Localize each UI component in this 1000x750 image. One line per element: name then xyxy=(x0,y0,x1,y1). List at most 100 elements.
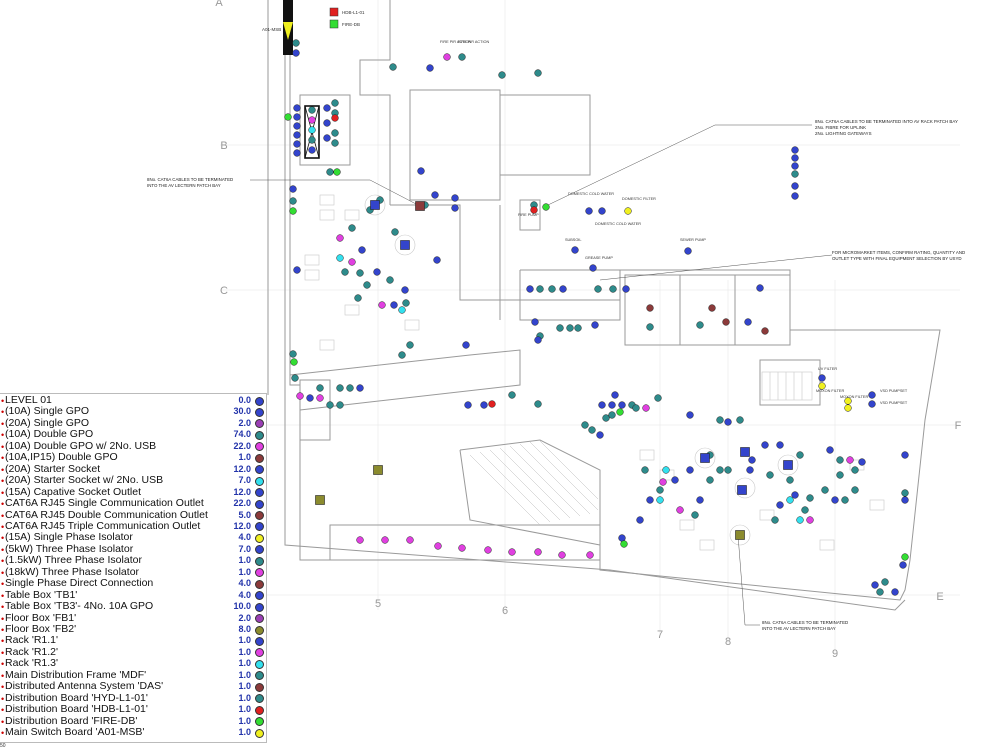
outlet-symbol-icon xyxy=(744,318,752,326)
outlet-symbol-icon xyxy=(354,294,362,302)
legend-item-name: (5kW) Three Phase Isolator xyxy=(5,542,134,555)
outlet-symbol-icon xyxy=(871,581,879,589)
outlet-symbol-icon xyxy=(571,246,579,254)
outlet-symbol-icon xyxy=(791,146,799,154)
outlet-symbol-icon xyxy=(284,113,292,121)
outlet-symbol-icon xyxy=(458,53,466,61)
table-box-icon xyxy=(700,453,710,463)
moxon-filter-label: MOXON FILTER xyxy=(816,389,844,393)
outlet-symbol-icon xyxy=(406,536,414,544)
outlet-symbol-icon xyxy=(656,496,664,504)
legend-swatch-icon xyxy=(255,705,264,715)
legend-row: •Rack 'R1.2'1.0 xyxy=(0,646,267,658)
legend-bullet-icon: • xyxy=(1,510,5,521)
outlet-symbol-icon xyxy=(508,548,516,556)
legend-item-name: (10A) Single GPO xyxy=(5,405,90,418)
outlet-symbol-icon xyxy=(899,561,907,569)
legend-swatch-icon xyxy=(255,499,264,509)
table-box-icon xyxy=(735,530,745,540)
legend-swatch-icon xyxy=(255,591,264,601)
legend-item-name: (10A,IP15) Double GPO xyxy=(5,451,118,464)
outlet-symbol-icon xyxy=(293,149,301,157)
legend-item-name: (20A) Starter Socket xyxy=(5,462,101,475)
outlet-symbol-icon xyxy=(776,441,784,449)
outlet-symbol-icon xyxy=(746,466,754,474)
outlet-symbol-icon xyxy=(891,588,899,596)
outlet-symbol-icon xyxy=(608,401,616,409)
legend-row: •Rack 'R1.3'1.0 xyxy=(0,657,267,669)
outlet-symbol-icon xyxy=(791,182,799,190)
legend-swatch-icon xyxy=(255,659,264,669)
legend-row: •Floor Box 'FB2'8.0 xyxy=(0,623,267,635)
legend-item-count: 1.0 xyxy=(238,646,251,657)
legend-swatch-icon xyxy=(255,568,264,578)
outlet-symbol-icon xyxy=(585,207,593,215)
outlet-symbol-icon xyxy=(791,192,799,200)
outlet-symbol-icon xyxy=(462,341,470,349)
outlet-symbol-icon xyxy=(618,401,626,409)
grid-label-5: 5 xyxy=(375,598,381,610)
outlet-symbol-icon xyxy=(748,456,756,464)
legend-swatch-icon xyxy=(255,407,264,417)
outlet-symbol-icon xyxy=(588,426,596,434)
legend-swatch-icon xyxy=(255,556,264,566)
outlet-symbol-icon xyxy=(398,351,406,359)
outlet-symbol-icon xyxy=(691,511,699,519)
table-box-icon xyxy=(737,485,747,495)
outlet-symbol-icon xyxy=(611,391,619,399)
legend-swatch-icon xyxy=(255,545,264,555)
outlet-symbol-icon xyxy=(761,327,769,335)
vsd-pumpset-label-2: VSD PUMPSET xyxy=(880,401,908,405)
legend-swatch-icon xyxy=(255,465,264,475)
outlet-symbol-icon xyxy=(536,285,544,293)
callout-2-line1: 8No. CAT6A CABLES TO BE TERMINATED xyxy=(147,177,233,182)
legend-item-name: CAT6A RJ45 Single Communication Outlet xyxy=(5,497,204,510)
outlet-symbol-icon xyxy=(443,53,451,61)
outlet-symbol-icon xyxy=(378,301,386,309)
outlet-symbol-icon xyxy=(844,404,852,412)
legend-item-name: (15A) Single Phase Isolator xyxy=(5,531,133,544)
legend-swatch-icon xyxy=(255,579,264,589)
outlet-symbol-icon xyxy=(622,285,630,293)
legend-bullet-icon: • xyxy=(1,636,5,647)
outlet-symbol-icon xyxy=(323,104,331,112)
outlet-symbol-icon xyxy=(341,268,349,276)
grid-label-8: 8 xyxy=(725,636,731,648)
legend-item-count: 7.0 xyxy=(238,475,251,486)
outlet-symbol-icon xyxy=(846,456,854,464)
outlet-symbol-icon xyxy=(791,170,799,178)
outlet-symbol-icon xyxy=(289,185,297,193)
outlet-symbol-icon xyxy=(336,234,344,242)
outlet-symbol-icon xyxy=(791,154,799,162)
legend-item-name: Main Distribution Frame 'MDF' xyxy=(5,668,147,681)
outlet-symbol-icon xyxy=(818,374,826,382)
legend-bullet-icon: • xyxy=(1,670,5,681)
legend-swatch-icon xyxy=(255,717,264,727)
outlet-symbol-icon xyxy=(642,404,650,412)
outlet-symbol-icon xyxy=(292,39,300,47)
outlet-symbol-icon xyxy=(308,136,316,144)
legend-row: •Distribution Board 'HDB-L1-01'1.0 xyxy=(0,703,267,715)
table-box-icon xyxy=(400,240,410,250)
table-box-icon xyxy=(315,495,325,505)
callout-1-line3: 2No. LIGHTING GATEWAYS xyxy=(815,131,872,136)
outlet-symbol-icon xyxy=(609,285,617,293)
legend-item-count: 1.0 xyxy=(238,681,251,692)
outlet-symbol-icon xyxy=(901,451,909,459)
outlet-symbol-icon xyxy=(348,258,356,266)
legend-row: •Floor Box 'FB1'2.0 xyxy=(0,612,267,624)
legend-bullet-icon: • xyxy=(1,728,5,739)
legend-bullet-icon: • xyxy=(1,602,5,613)
grid-lines xyxy=(220,0,960,655)
outlet-symbol-icon xyxy=(641,466,649,474)
outlet-symbol-icon xyxy=(602,414,610,422)
outlet-symbol-icon xyxy=(530,206,538,214)
legend-item-count: 1.0 xyxy=(238,635,251,646)
outlet-symbol-icon xyxy=(458,544,466,552)
legend-item-name: (10A) Double GPO w/ 2No. USB xyxy=(5,439,157,452)
